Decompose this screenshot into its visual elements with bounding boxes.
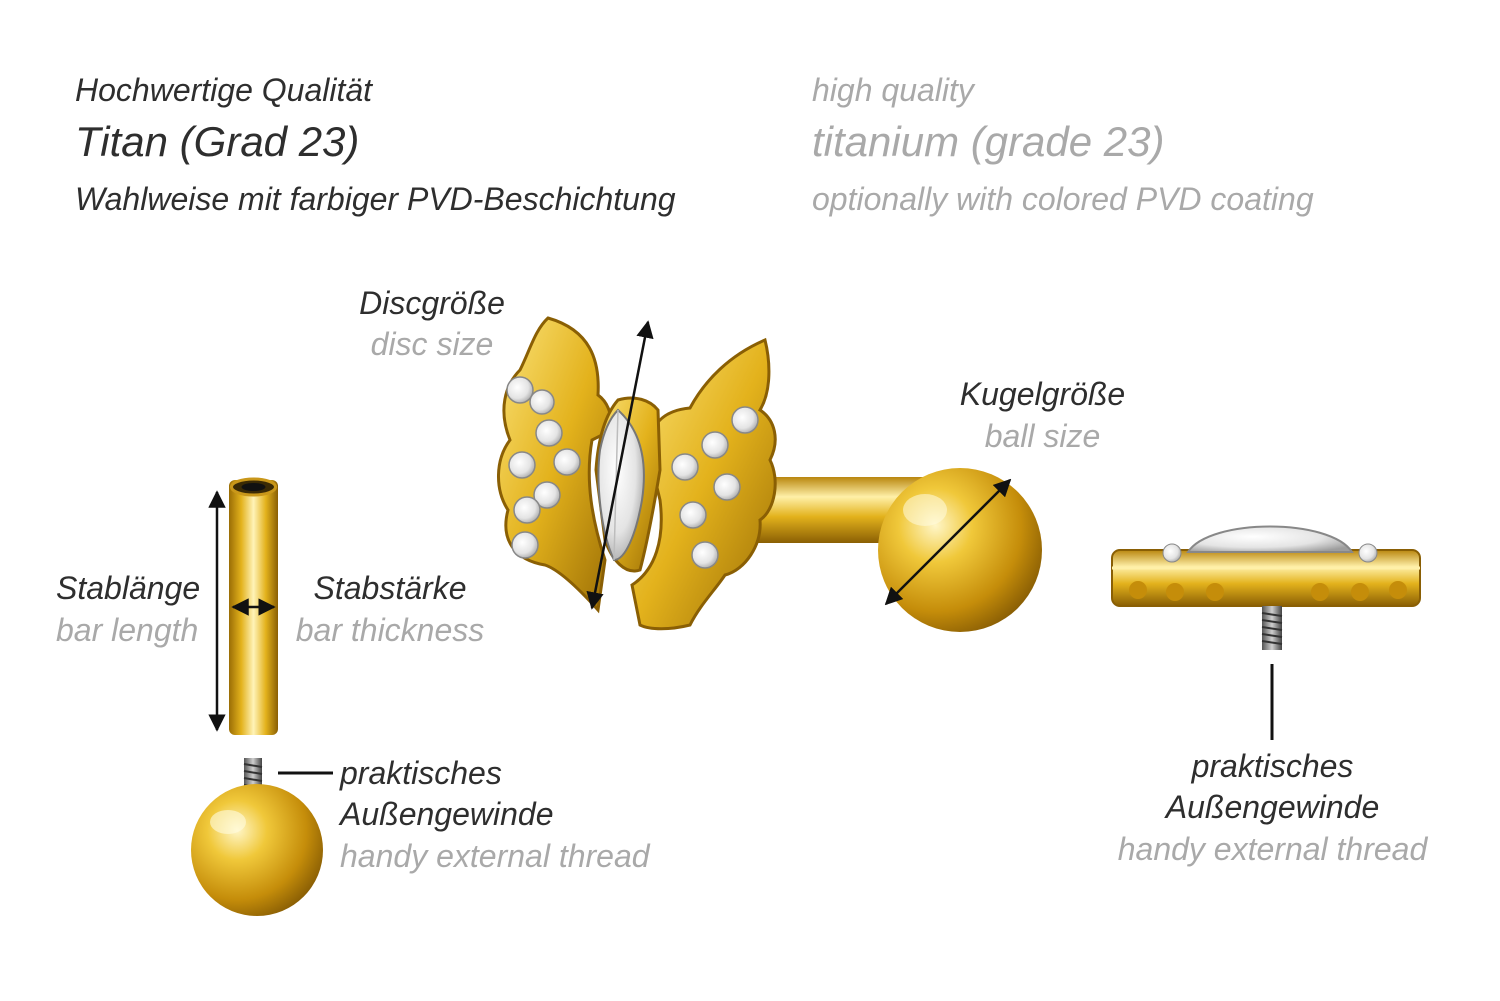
header-quality-de: Hochwertige Qualität xyxy=(75,72,373,108)
loose-ball xyxy=(191,784,323,916)
thread-left-label-de-1: praktisches xyxy=(340,755,502,791)
ball-size-arrow xyxy=(884,478,1012,606)
header-quality-en: high quality xyxy=(812,72,974,108)
disc-size-arrow xyxy=(586,320,654,610)
thread-right-label-de-2: Außengewinde xyxy=(1165,789,1380,825)
header-material-de: Titan (Grad 23) xyxy=(75,118,360,165)
header-coating-en: optionally with colored PVD coating xyxy=(812,181,1314,217)
thread-left-label-de-2: Außengewinde xyxy=(340,796,554,832)
butterfly-barbell-group xyxy=(497,316,1042,632)
loose-ball-group xyxy=(191,758,323,916)
ball-size-label-de: Kugelgröße xyxy=(959,376,1126,412)
disc-head-stone xyxy=(1186,525,1354,553)
disc-size-label-en: disc size xyxy=(370,326,494,362)
disc-size-label-de: Discgröße xyxy=(359,285,505,321)
header-material-en: titanium (grade 23) xyxy=(812,118,1165,165)
barbell-ball xyxy=(878,468,1042,632)
thread-right-label-de-1: praktisches xyxy=(1191,748,1354,784)
bar-length-label-de: Stablänge xyxy=(56,570,201,606)
butterfly-disc xyxy=(497,316,777,631)
disc-head-thread xyxy=(1261,606,1283,650)
bar-thickness-label-de: Stabstärke xyxy=(313,570,467,606)
bar-length-label-en: bar length xyxy=(56,612,199,648)
thread-left-label-en: handy external thread xyxy=(340,838,650,874)
thread-right-label-en: handy external thread xyxy=(1117,831,1428,867)
header-coating-de: Wahlweise mit farbiger PVD-Beschichtung xyxy=(75,181,676,217)
disc-head-group xyxy=(1111,525,1421,650)
ball-size-label-en: ball size xyxy=(984,418,1101,454)
bar-thickness-label-en: bar thickness xyxy=(295,612,485,648)
